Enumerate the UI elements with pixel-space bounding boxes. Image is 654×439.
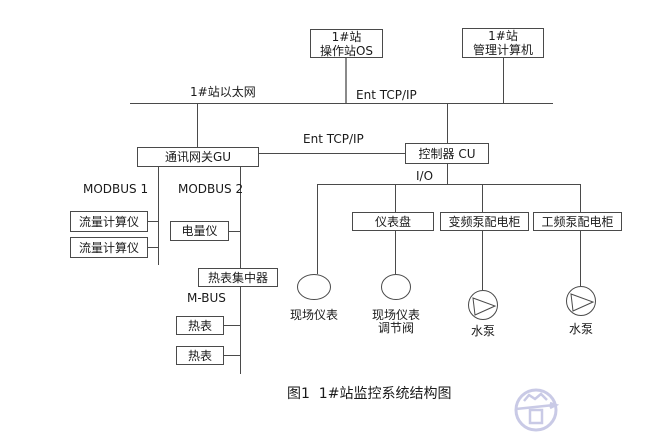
flow-calc-1-stub-line: [148, 221, 158, 222]
node-flow-calculator-2: 流量计算仪: [70, 237, 148, 258]
node-heat-meter-1: 热表: [176, 316, 224, 335]
node-os-station-line1: 1#站: [331, 29, 362, 44]
node-gateway-label: 通讯网关GU: [164, 150, 232, 164]
label-ent-tcpip-mid: Ent TCP/IP: [303, 132, 364, 146]
field-valve-label-line2: 调节阀: [377, 321, 414, 335]
field-instrument-drop-line: [317, 184, 318, 274]
ethernet-bus-line: [130, 103, 553, 104]
node-flow-calculator-2-label: 流量计算仪: [78, 240, 139, 255]
node-vfd-pump-cabinet-label: 变频泵配电柜: [448, 214, 521, 229]
heat-meter-2-stub-line: [224, 355, 240, 356]
node-instrument-panel-label: 仪表盘: [374, 214, 411, 229]
flow-calc-2-stub-line: [148, 247, 158, 248]
os-station-drop-line: [345, 57, 347, 103]
label-ent-tcpip-top: Ent TCP/IP: [356, 88, 417, 102]
heat-meter-1-stub-line: [224, 325, 240, 326]
field-valve-label-line1: 现场仪表: [371, 308, 420, 322]
node-mgmt-computer-line1: 1#站: [488, 29, 518, 43]
field-instrument-circle-icon: [297, 274, 331, 300]
node-os-station-line2: 操作站OS: [319, 43, 374, 58]
modbus2-bus-line: [240, 166, 241, 268]
node-heat-collector-label: 热表集中器: [207, 270, 268, 285]
controller-io-line: [447, 163, 448, 184]
gateway-controller-line: [259, 153, 405, 154]
pump-1-drop-line: [482, 230, 483, 290]
vfd-cabinet-drop-line: [482, 184, 483, 212]
label-modbus1: MODBUS 1: [83, 182, 149, 196]
pump-1-label: 水泵: [470, 324, 495, 338]
node-power-meter-label: 电量仪: [181, 224, 218, 238]
node-vfd-pump-cabinet: 变频泵配电柜: [440, 212, 529, 231]
label-ethernet: 1#站以太网: [190, 85, 256, 99]
pump-2-drop-line: [580, 230, 581, 286]
node-controller: 控制器 CU: [405, 143, 489, 164]
field-valve-label: 现场仪表 调节阀: [371, 309, 421, 335]
pump-1-icon: [468, 290, 498, 320]
field-instrument-label: 现场仪表: [289, 308, 338, 322]
modbus1-bus-line: [158, 166, 159, 265]
field-valve-drop-line: [395, 230, 396, 274]
pfd-cabinet-drop-line: [580, 184, 581, 212]
mbus-bus-line: [240, 287, 241, 374]
instrument-panel-drop-line: [395, 184, 396, 212]
figure-caption: 图1 1#站监控系统结构图: [287, 386, 452, 402]
node-heat-meter-2-label: 热表: [187, 348, 212, 363]
node-gateway: 通讯网关GU: [137, 147, 259, 167]
node-mgmt-computer: 1#站 管理计算机: [462, 28, 544, 58]
node-heat-meter-2: 热表: [176, 346, 224, 365]
node-flow-calculator-1: 流量计算仪: [70, 211, 148, 232]
node-mgmt-computer-line2: 管理计算机: [472, 43, 533, 57]
watermark-logo-icon: [514, 388, 560, 432]
pump-2-label: 水泵: [568, 322, 593, 336]
node-power-meter: 电量仪: [170, 221, 229, 241]
node-flow-calculator-1-label: 流量计算仪: [78, 214, 139, 229]
controller-drop-line: [447, 103, 448, 143]
pump-2-icon: [566, 286, 596, 316]
field-valve-circle-icon: [381, 274, 411, 300]
gateway-drop-line: [197, 103, 198, 147]
node-pfd-pump-cabinet: 工频泵配电柜: [533, 212, 622, 231]
node-heat-collector: 热表集中器: [198, 268, 278, 287]
node-os-station: 1#站 操作站OS: [310, 29, 383, 58]
node-heat-meter-1-label: 热表: [187, 318, 212, 333]
label-io: I/O: [416, 169, 434, 183]
node-instrument-panel: 仪表盘: [352, 212, 434, 231]
node-controller-label: 控制器 CU: [418, 146, 476, 161]
label-modbus2: MODBUS 2: [178, 182, 244, 196]
label-mbus: M-BUS: [187, 291, 226, 305]
power-meter-stub-line: [229, 231, 240, 232]
io-bus-line: [317, 184, 581, 185]
mgmt-computer-drop-line: [503, 58, 504, 103]
node-pfd-pump-cabinet-label: 工频泵配电柜: [541, 214, 614, 229]
